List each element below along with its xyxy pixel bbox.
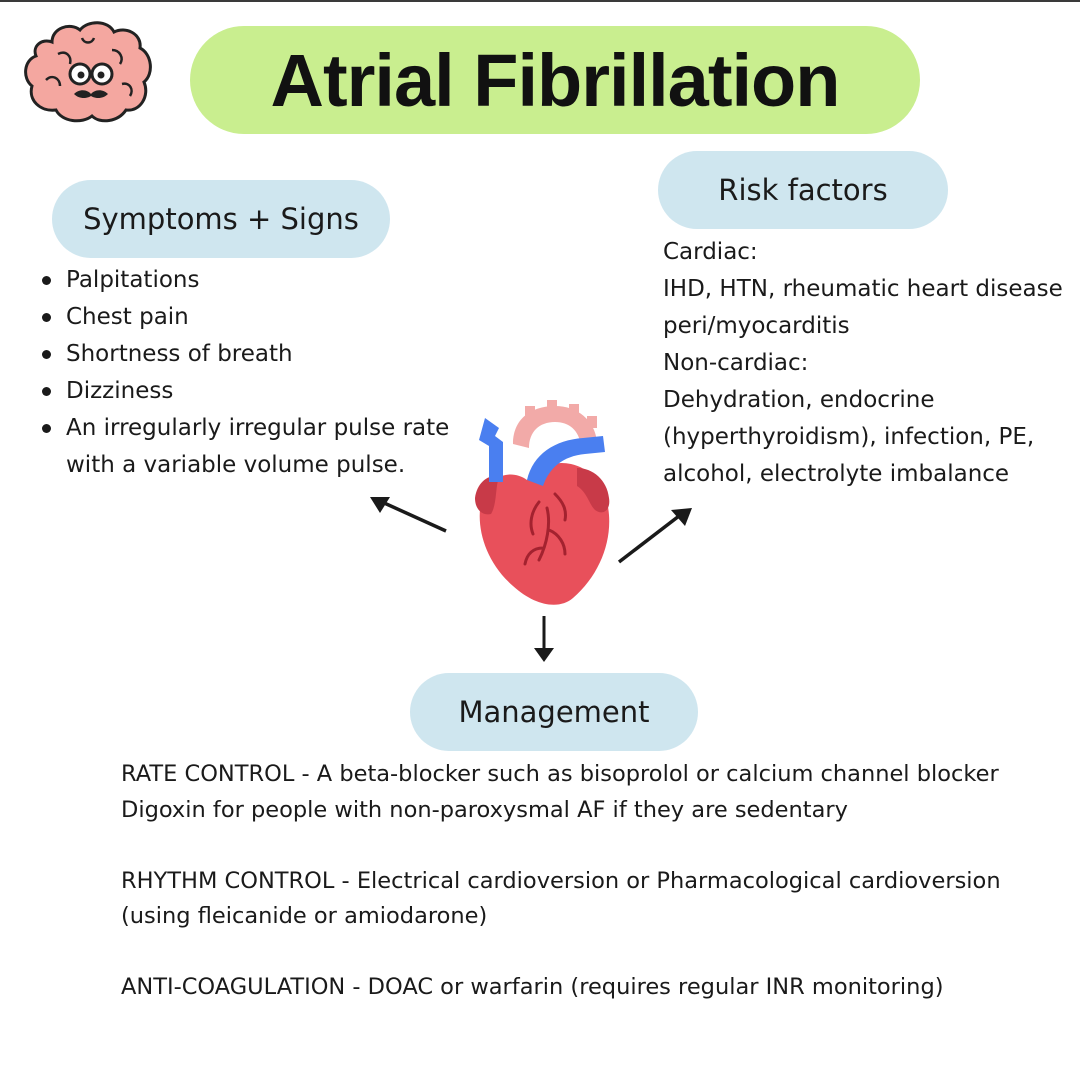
risk-cardiac-line: peri/myocarditis <box>663 313 850 339</box>
symptoms-heading-pill: Symptoms + Signs <box>52 180 390 258</box>
brain-mascot-icon <box>24 21 152 123</box>
arrow-to-symptoms <box>370 497 447 533</box>
symptom-item: Shortness of breath <box>38 336 478 373</box>
risk-factors-heading-pill: Risk factors <box>658 151 948 229</box>
symptom-text: Palpitations <box>66 267 200 293</box>
management-text: RATE CONTROL - A beta-blocker such as bi… <box>121 757 1001 1006</box>
management-rhythm-control: RHYTHM CONTROL - Electrical cardioversio… <box>121 867 1001 930</box>
risk-cardiac-line: IHD, HTN, rheumatic heart disease <box>663 276 1063 302</box>
risk-cardiac-label: Cardiac: <box>663 239 758 265</box>
bullet-dot <box>42 424 51 433</box>
heart-icon <box>475 400 610 605</box>
symptom-text: An irregularly irregular pulse rate with… <box>66 415 450 478</box>
management-digoxin: Digoxin for people with non-paroxysmal A… <box>121 796 848 823</box>
management-anticoagulation: ANTI-COAGULATION - DOAC or warfarin (req… <box>121 974 944 1000</box>
risk-factors-text: Cardiac: IHD, HTN, rheumatic heart disea… <box>663 234 1080 493</box>
page-title: Atrial Fibrillation <box>270 38 841 122</box>
bullet-dot <box>42 313 51 322</box>
management-heading-pill: Management <box>410 673 698 751</box>
risk-noncardiac-line: alcohol, electrolyte imbalance <box>663 461 1010 487</box>
risk-noncardiac-line: (hyperthyroidism), infection, PE, <box>663 424 1035 450</box>
symptom-item: Dizziness <box>38 373 478 410</box>
management-rate-control: RATE CONTROL - A beta-blocker such as bi… <box>121 761 999 787</box>
symptoms-list: Palpitations Chest pain Shortness of bre… <box>38 262 478 484</box>
bullet-dot <box>42 350 51 359</box>
symptoms-heading: Symptoms + Signs <box>83 202 359 236</box>
symptom-item: An irregularly irregular pulse rate with… <box>38 410 478 484</box>
arrow-to-management <box>534 616 554 662</box>
title-banner: Atrial Fibrillation <box>190 26 920 134</box>
management-heading: Management <box>458 695 650 729</box>
symptom-item: Chest pain <box>38 299 478 336</box>
symptom-item: Palpitations <box>38 262 478 299</box>
symptom-text: Chest pain <box>66 304 189 330</box>
symptom-text: Shortness of breath <box>66 341 293 367</box>
risk-noncardiac-line: Dehydration, endocrine <box>663 387 935 413</box>
bullet-dot <box>42 387 51 396</box>
top-rule <box>0 0 1080 2</box>
risk-noncardiac-label: Non-cardiac: <box>663 350 809 376</box>
arrow-to-risk-factors <box>617 508 692 564</box>
symptom-text: Dizziness <box>66 378 174 404</box>
risk-factors-heading: Risk factors <box>718 173 888 207</box>
bullet-dot <box>42 276 51 285</box>
